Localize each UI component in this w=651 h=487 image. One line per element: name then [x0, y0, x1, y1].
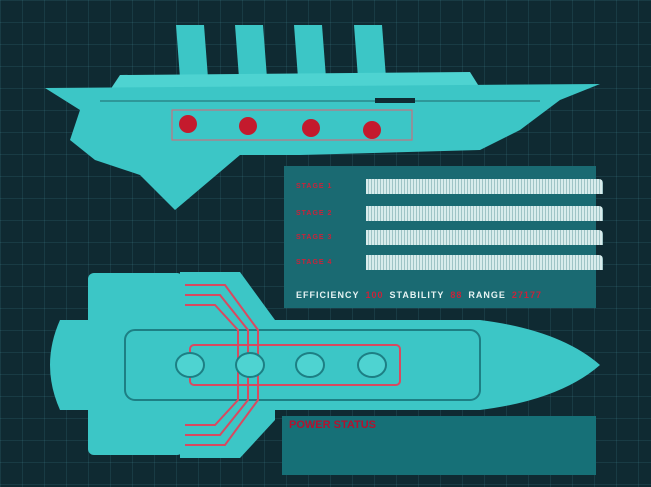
range-label: RANGE: [468, 290, 506, 300]
stage-row: STAGE 2: [296, 206, 603, 221]
stage-row: STAGE 1: [296, 179, 603, 194]
stage-row: STAGE 4: [296, 255, 603, 270]
stage-row: STAGE 3: [296, 230, 603, 245]
power-status-panel: POWER STATUS: [282, 416, 596, 475]
stage-label: STAGE 1: [296, 183, 333, 190]
stage-label: STAGE 4: [296, 259, 333, 266]
efficiency-label: EFFICIENCY: [296, 290, 360, 300]
funnels: [176, 25, 386, 78]
power-status-title: POWER STATUS: [289, 419, 376, 431]
stage-bar: [366, 179, 603, 194]
stability-label: STABILITY: [389, 290, 445, 300]
stage-bar: [366, 230, 603, 245]
stats-line: EFFICIENCY 100 STABILITY 88 RANGE 27177: [296, 290, 542, 300]
stage-bar: [366, 206, 603, 221]
stage-label: STAGE 2: [296, 210, 333, 217]
stage-bar: [366, 255, 603, 270]
stage-label: STAGE 3: [296, 234, 333, 241]
efficiency-value: 100: [365, 290, 384, 300]
hull-side: [45, 84, 600, 210]
ship-top-view: [50, 272, 600, 458]
stage-status-panel: STAGE 1 STAGE 2 STAGE 3 STAGE 4 EFFICIEN…: [284, 166, 603, 308]
range-value: 27177: [511, 290, 542, 300]
engine-cores-side: [171, 109, 413, 141]
stability-value: 88: [450, 290, 463, 300]
